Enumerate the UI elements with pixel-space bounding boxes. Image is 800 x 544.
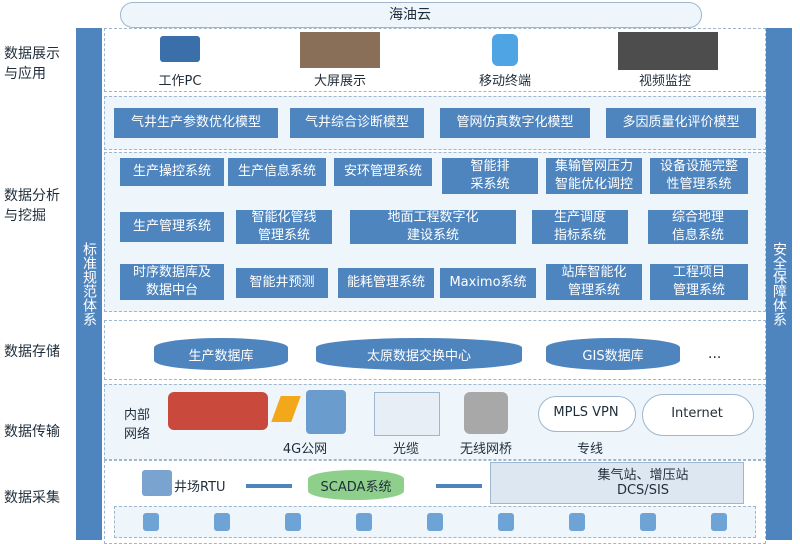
sensor-icon [711,513,728,531]
tower-icon [306,390,346,434]
system-box: 设备设施完整 性管理系统 [650,158,748,194]
sensor-strip [114,506,756,538]
arrow-scada-station [436,484,482,488]
storage-cylinder: 生产数据库 [154,338,288,370]
system-box: 安环管理系统 [334,158,432,186]
system-box: 地面工程数字化 建设系统 [350,210,516,244]
video-icon [618,32,718,70]
fiber-icon [374,392,440,436]
layer-label-storage: 数据存储 [4,344,60,360]
mpls-cloud [538,396,636,432]
sensor-icon [426,513,443,531]
right-security-bar: 安全保障体系 [766,28,792,540]
sensor-icon [284,513,301,531]
system-box: 生产操控系统 [120,158,224,186]
display-item-bigscreen: 大屏展示 [313,74,366,89]
system-box: 综合地理 信息系统 [648,210,748,244]
bridge-icon [464,392,508,434]
model-box: 多因质量化评价模型 [606,108,756,138]
internet-cloud [642,394,754,436]
arrow-rtu-scada [246,484,292,488]
system-box: 生产管理系统 [120,212,224,242]
system-box: 智能排 采系统 [442,158,538,194]
station-box [490,462,744,504]
system-box: Maximo系统 [440,268,536,298]
transport-item-4g: 4G公网 [282,442,328,457]
derrick-icon [168,392,268,430]
system-box: 时序数据库及 数据中台 [120,264,224,300]
sensor-icon [640,513,657,531]
system-box: 生产信息系统 [228,158,326,186]
transport-internal: 内部 网络 [124,408,151,442]
internet-label: Internet [671,406,723,421]
system-box: 生产调度 指标系统 [532,210,628,244]
collect-station: 集气站、增压站 DCS/SIS [597,468,689,498]
transport-item-bridge: 无线网桥 [459,442,512,457]
mpls-label: MPLS VPN [553,405,619,420]
sensor-icon [142,513,159,531]
model-box: 气井综合诊断模型 [290,108,424,138]
system-box: 能耗管理系统 [338,268,434,298]
system-box: 站库智能化 管理系统 [546,264,642,300]
system-box: 智能井预测 [236,268,328,298]
bigscreen-icon [300,32,380,68]
rtu-icon [142,470,172,496]
layer-label-analysis: 数据分析 与挖掘 [4,188,60,224]
storage-cylinder: GIS数据库 [546,338,680,370]
sensor-icon [213,513,230,531]
system-box: 集输管网压力 智能优化调控 [546,158,642,194]
display-item-video: 视频监控 [638,74,691,89]
layer-label-transport: 数据传输 [4,424,60,440]
display-item-pc: 工作PC [158,74,202,89]
storage-more: ... [708,346,722,362]
top-label: 海油云 [389,7,431,23]
storage-cylinder: 太原数据交换中心 [316,338,522,370]
model-box: 管网仿真数字化模型 [440,108,590,138]
left-standards-bar: 标准规范体系 [76,28,102,540]
display-item-mobile: 移动终端 [478,74,531,89]
transport-item-fiber: 光缆 [392,442,419,457]
transport-item-line: 专线 [576,442,603,457]
model-box: 气井生产参数优化模型 [114,108,278,138]
sensor-icon [569,513,586,531]
sensor-icon [355,513,372,531]
pc-icon [160,36,200,62]
layer-label-collect: 数据采集 [4,490,60,506]
cloud-shape [120,2,702,28]
system-box: 工程项目 管理系统 [650,264,748,300]
mobile-icon [492,34,518,66]
collect-rtu: 井场RTU [174,480,226,495]
sensor-icon [498,513,515,531]
scada-cylinder: SCADA系统 [308,470,404,500]
layer-label-display: 数据展示 与应用 [4,46,60,82]
system-box: 智能化管线 管理系统 [236,210,332,244]
